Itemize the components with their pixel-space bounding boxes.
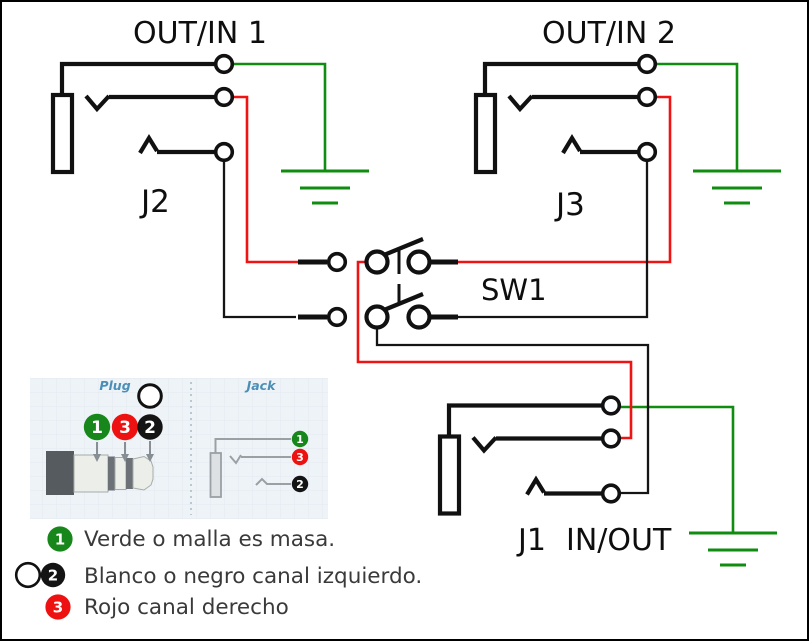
wire-sw-pole-to-j1-ring [375,327,650,495]
label-out-in-2: OUT/IN 2 [542,16,676,51]
sw-pole-2 [364,304,390,330]
jack-sketch-ring-lead [255,477,291,486]
jack-pin-ground-badge [291,430,309,448]
jack-sketch-tip-lead [229,454,291,465]
plug-arrowheads [93,454,154,462]
wire-sw-to-j3-ring [458,160,649,319]
plug-body [46,451,74,495]
plug-insulator-2 [126,458,133,489]
inset-plug-title: Plug [99,378,130,393]
legend-right-text: Rojo canal derecho [84,595,289,620]
label-j1-in-out: IN/OUT [566,523,672,558]
sw-lever-2 [383,292,424,312]
plug-tip [132,455,154,491]
jack-pin-right-number: 3 [296,451,304,464]
sw-lever-1 [383,237,424,257]
legend-ground-text: Verde o malla es masa. [84,527,335,552]
sw-terminal-top-left [326,251,348,273]
wire-j3-sleeve-to-ground [656,62,739,171]
legend-row-ground: 1 Verde o malla es masa. [47,526,335,552]
legend-green-number: 1 [55,531,65,549]
plug-pin-ground-badge [83,413,111,441]
label-sw1: SW1 [481,273,547,307]
legend-red-badge [45,594,71,620]
plug-pin-right-badge [111,413,139,441]
wire-j2-ring-to-sw [222,160,296,319]
plug-pin-ground-number: 1 [91,418,103,438]
legend-black-badge [40,562,66,588]
legend-red-number: 3 [53,599,63,617]
sw-throw-1 [406,249,432,275]
jack-sketch-sleeve-lead [214,438,291,453]
plug-drawing [46,451,154,495]
legend: 1 Verde o malla es masa. 2 Blanco o negr… [14,526,422,620]
wire-j2-sleeve-to-ground [233,62,327,171]
jack-pin-left-number: 2 [296,478,304,491]
legend-row-left: 2 Blanco o negro canal izquierdo. [14,561,422,589]
wire-sw-to-j3-tip [458,95,672,264]
legend-row-right: 3 Rojo canal derecho [45,594,289,620]
plug-arrows [96,441,151,454]
plug-pin-right-number: 3 [119,418,131,438]
plug-sleeve [73,454,109,493]
plug-ring [114,457,127,490]
plug-open-circle [137,383,163,409]
red-wires [233,95,672,440]
legend-left-text: Blanco o negro canal izquierdo. [84,564,422,589]
sw-terminal-bottom-left [326,306,348,328]
jack-pin-right-badge [291,448,309,466]
wire-j2-tip-to-sw [233,95,298,264]
wire-j1-sleeve-to-ground [620,405,735,533]
plug-insulator-1 [108,456,115,491]
sw-pole-1 [364,249,390,275]
inset-grid [30,378,328,519]
jack-pin-left-badge [291,475,309,493]
plug-pin-left-badge [137,414,163,440]
label-out-in-1: OUT/IN 1 [133,16,267,51]
jack-sketch-body [209,452,222,498]
jack-sketch [209,438,291,498]
plug-pin-left-number: 2 [144,418,156,438]
black-wires [222,160,650,495]
label-j1: J1 [516,523,546,558]
pinout-inset: Plug Jack 1 3 2 [30,378,328,519]
sw-throw-2 [406,304,432,330]
inset-jack-title: Jack [244,378,276,393]
jack-pin-ground-number: 1 [296,433,304,446]
legend-green-badge [47,526,73,552]
legend-black-number: 2 [48,567,58,585]
green-ground-wires [233,62,783,567]
label-j3: J3 [554,187,585,223]
wire-sw-pole-to-j1-tip [356,260,633,440]
switch-sw1 [298,237,458,330]
legend-open-circle [14,561,42,589]
label-j2: J2 [139,184,170,220]
